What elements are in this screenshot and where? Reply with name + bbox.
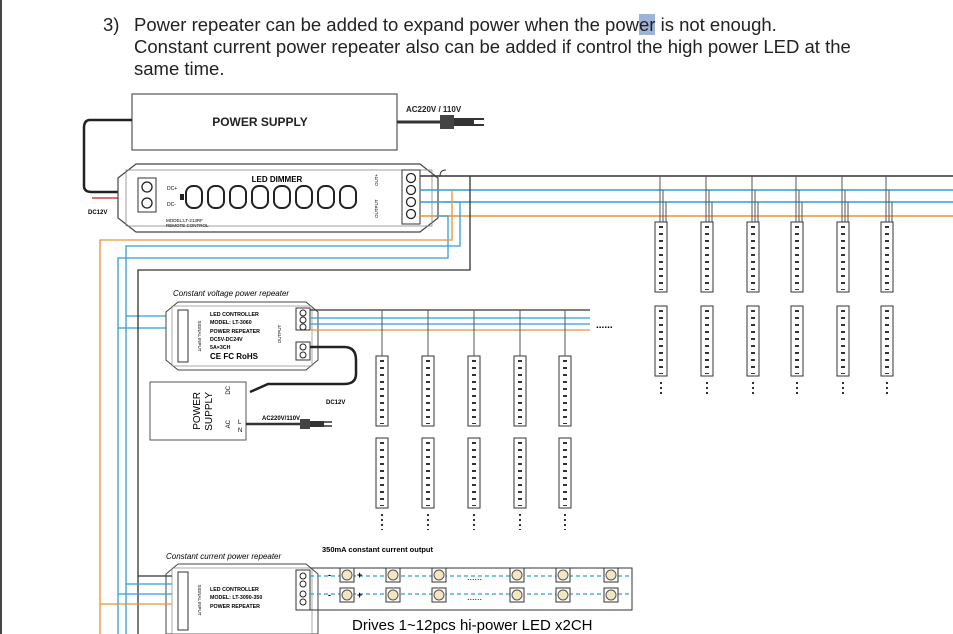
led-strip	[375, 310, 389, 530]
led-strip	[421, 310, 435, 530]
led-minus-label: -	[328, 570, 331, 580]
step-line-1-start: Power repeater can be added to expand po…	[134, 14, 639, 35]
step-line-2: Constant current power repeater also can…	[134, 36, 851, 57]
cv-repeater: Constant voltage power repeater SIGNAL I…	[165, 289, 319, 371]
step-number: 3)	[103, 14, 120, 35]
cc-line-1: LED CONTROLLER	[210, 587, 259, 593]
led-plus-label: +	[357, 590, 362, 600]
dimmer-dc-plus-label: DC+	[167, 186, 177, 192]
bottom-caption: Drives 1~12pcs hi-power LED x2CH	[352, 617, 593, 634]
cc-chain-ellipsis: ......	[467, 572, 482, 582]
cv-bus-ellipsis: ......	[596, 320, 613, 331]
cc-led-chains: - + - + ...... ......	[310, 567, 633, 611]
dimmer-dc-minus-label: DC-	[167, 202, 176, 208]
ac-plug-icon	[300, 419, 332, 429]
step-line-3: same time.	[134, 58, 225, 79]
power-led	[339, 587, 355, 603]
cc-output-label: 350mA constant current output	[322, 545, 433, 554]
cc-signal-input-label: SIGNAL INPUT	[197, 584, 202, 615]
ps-mid-dc-voltage: DC12V	[326, 400, 345, 406]
step-line-1: Power repeater can be added to expand po…	[134, 14, 934, 36]
power-supply-mid: POWER SUPPLY DC AC L N AC220V/110V DC12V	[149, 381, 345, 441]
led-plus-label: +	[357, 570, 362, 580]
dimmer-dc-input-label: DC12V	[88, 210, 107, 216]
ac-input-label-top: AC220V / 110V	[406, 105, 462, 114]
led-strip	[467, 310, 481, 530]
led-strip	[836, 176, 850, 396]
top-bus-lines	[99, 169, 953, 634]
led-strip	[700, 176, 714, 396]
power-led	[385, 587, 401, 603]
ps-mid-ac-voltage: AC220V/110V	[262, 416, 300, 422]
dimmer-remote: REMOTE CONTROL	[166, 223, 209, 228]
cv-signal-input-label: SIGNAL INPUT	[197, 320, 202, 351]
cc-repeater: Constant current power repeater 350mA co…	[100, 545, 433, 634]
power-led	[431, 587, 447, 603]
ps-mid-l-label: L	[238, 420, 242, 426]
led-minus-label: -	[328, 590, 331, 600]
ac-plug-icon	[440, 115, 484, 129]
step-line-1-end: is not enough.	[655, 14, 777, 35]
ps-mid-ac-label: AC	[226, 419, 232, 428]
ps-mid-dc-label: DC	[226, 385, 232, 394]
dimmer-out-label: OUT+	[374, 174, 379, 186]
cv-cert-marks: CE FC RoHS	[210, 352, 259, 361]
power-led	[385, 567, 401, 583]
cv-line-1: LED CONTROLLER	[210, 312, 259, 318]
led-strip	[746, 176, 760, 396]
cv-line-2: MODEL: LT-3060	[210, 320, 252, 326]
power-led	[509, 567, 525, 583]
power-led	[509, 587, 525, 603]
cc-line-2: MODEL: LT-3090-350	[210, 595, 262, 601]
power-led	[555, 587, 571, 603]
top-led-strips	[654, 176, 894, 396]
power-supply-top: POWER SUPPLY AC220V / 110V	[82, 93, 484, 199]
dimmer-model: MODEL:LT-213RF	[166, 218, 203, 223]
power-supply-mid-label-1: POWER	[192, 392, 203, 430]
page-left-border	[0, 0, 2, 634]
power-led	[603, 567, 619, 583]
cv-bus-lines: ......	[249, 309, 613, 394]
cv-line-5: 5A×3CH	[210, 345, 231, 351]
dimmer-label: LED DIMMER	[252, 175, 303, 184]
text-selection-highlight[interactable]: er	[638, 14, 656, 35]
power-led	[555, 567, 571, 583]
cv-led-strips	[375, 310, 572, 530]
dimmer-buttons	[180, 185, 357, 209]
power-led	[603, 587, 619, 603]
power-led	[431, 567, 447, 583]
led-strip	[654, 176, 668, 396]
cv-output-label: OUTPUT	[277, 325, 282, 344]
power-led	[339, 567, 355, 583]
led-strip	[558, 310, 572, 530]
cv-line-4: DC5V-DC24V	[210, 337, 243, 343]
dimmer-output-label: OUTPUT	[374, 199, 379, 218]
power-supply-mid-label-2: SUPPLY	[204, 392, 215, 431]
cv-line-3: POWER REPEATER	[210, 329, 260, 335]
step-text: Power repeater can be added to expand po…	[134, 14, 934, 80]
led-strip	[880, 176, 894, 396]
power-supply-top-label: POWER SUPPLY	[212, 115, 308, 129]
cc-chain-ellipsis: ......	[467, 592, 482, 602]
cc-repeater-title: Constant current power repeater	[166, 552, 282, 561]
led-strip	[513, 310, 527, 530]
ps-mid-n-label: N	[238, 428, 242, 434]
led-dimmer: LED DIMMER DC12V DC+ DC- MODEL:LT-213RF …	[88, 163, 439, 233]
cv-repeater-title: Constant voltage power repeater	[173, 289, 289, 298]
cc-line-3: POWER REPEATER	[210, 604, 260, 610]
led-strip	[790, 176, 804, 396]
